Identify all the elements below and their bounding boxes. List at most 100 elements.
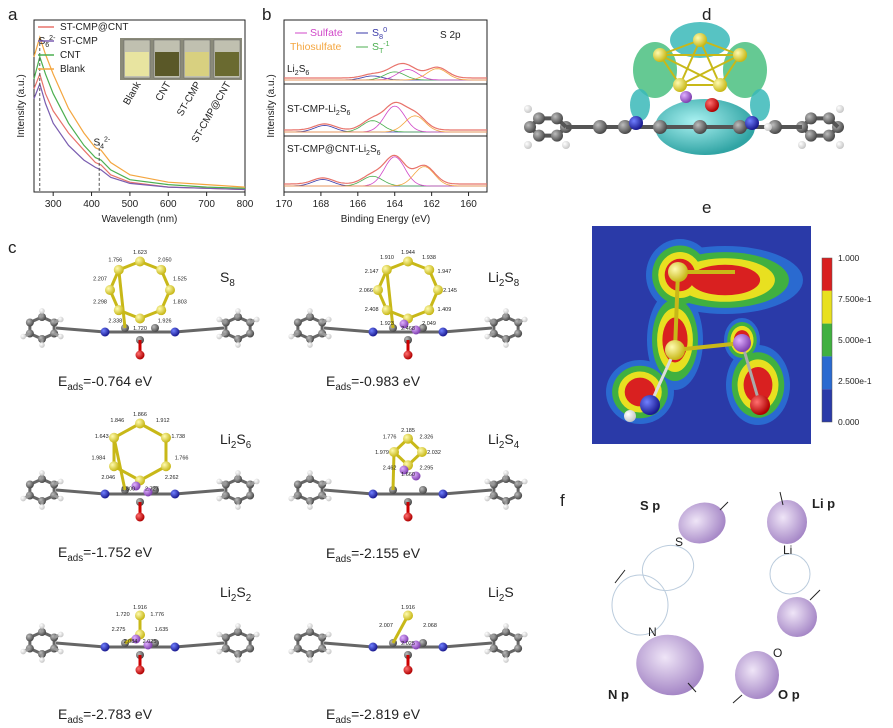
nitrogen-atom [438,327,448,337]
bond-length-label: 1.916 [401,605,415,611]
hydrogen-atom [503,504,509,510]
bond [174,641,225,649]
hydrogen-atom [307,470,313,476]
hydrogen-atom [253,631,260,638]
carbon-atom [246,491,255,500]
bond [323,326,374,334]
bond-length-label: 2.066 [359,288,373,294]
hydrogen-atom [253,478,260,485]
lithium-atom [411,325,421,335]
bond-length-label: 1.623 [133,250,147,256]
hydrogen-atom [20,333,27,340]
hydrogen-atom [216,316,223,323]
bond [385,269,395,329]
carbon-atom [524,121,536,133]
bond [699,39,741,56]
carbon-atom [733,120,747,134]
hydrogen-atom [307,504,313,510]
annotation-s6: S62- [39,35,56,49]
legend-label: ST-CMP@CNT [60,22,128,33]
sulfur-atom [160,461,171,472]
colorbar-segment [822,389,832,422]
hydrogen-atom [836,105,844,113]
sulfur-atom [156,305,167,316]
sulfur-atom [135,610,145,621]
hydrogen-atom [521,631,528,638]
carbon-atom [805,112,817,125]
panel-label-d: d [702,5,711,24]
envelope-line [284,62,487,79]
sulfur-atom [109,461,120,472]
bond [659,39,701,56]
hydrogen-atom [288,495,295,502]
adsorption-energy: Eads=-2.783 eV [58,706,153,726]
bond [442,488,493,496]
nitrogen-atom [368,489,378,499]
x-tick-label: 400 [83,199,100,210]
carbon-atom [533,112,545,125]
bond [674,341,743,352]
adsorption-energy: Eads=-0.983 eV [326,373,421,393]
carbon-atom [151,639,159,647]
plot-frame [33,19,246,193]
colorbar-segment [822,290,832,324]
photo-label: ST-CMP [175,80,204,119]
carbon-atom [419,486,427,494]
bond-length-label: 1.660 [401,472,415,478]
sulfur-atom [733,48,747,62]
hydrogen-atom [57,495,64,502]
series-line-ST-CMP [33,82,246,191]
hydrogen-atom [764,123,772,131]
carbon-atom [593,120,607,134]
sulfur-atom [105,285,115,295]
orbital-lobe-purple [636,634,704,696]
hydrogen-atom [503,623,509,629]
orbital-lobe-purple [678,502,726,544]
label-o-p: O p [778,687,800,702]
sample-label: ST-CMP@CNT-Li2S6 [287,144,381,157]
bond-length-label: 1.409 [437,307,451,313]
oxygen-atom [135,665,145,675]
carbon-atom [768,120,782,134]
orbital-axis-tick [687,682,697,693]
x-tick-label: 168 [313,199,330,210]
orbital-lobe-purple [735,651,779,699]
photo-label: CNT [154,80,174,103]
sulfur-atom [424,305,435,316]
sulfur-atom [403,256,413,267]
carbon-atom [693,120,707,134]
legend-sulfate: Sulfate [310,27,343,39]
sulfur-atom [673,78,687,92]
bond-length-label: 2.262 [165,475,179,481]
bond-length-label: 2.468 [401,326,415,332]
bond [699,39,721,86]
hydrogen-atom [484,495,491,502]
lithium-atom [399,465,409,475]
carbon-atom [419,324,427,332]
sulfur-atom [135,313,145,324]
colorbar-tick-label: 1.000 [838,253,860,263]
adsorption-energy: Eads=-0.764 eV [58,373,153,393]
orbital-lobe-empty [611,574,669,636]
sulfur-atom [433,285,443,295]
legend-thiosulfate: Thiosulfate [290,41,342,53]
isosurface-cyan [750,89,770,121]
panel-label-b: b [262,5,271,24]
sulfur-atom [160,432,171,443]
isosurface-cyan [630,89,650,121]
hydrogen-atom [325,333,332,340]
hydrogen-atom [235,342,241,348]
hydrogen-atom [216,631,223,638]
sulfur-atom [693,33,707,47]
lithium-atom [680,91,692,103]
lithium-atom [733,334,751,352]
orbital-axis-tick [779,491,784,506]
bond-length-label: 1.910 [380,255,394,261]
sulfur-atom [381,264,392,275]
envelope-line [284,101,487,131]
carbon-atom [293,633,302,642]
hydrogen-atom [235,308,241,314]
orbital-axis-tick [809,589,821,601]
